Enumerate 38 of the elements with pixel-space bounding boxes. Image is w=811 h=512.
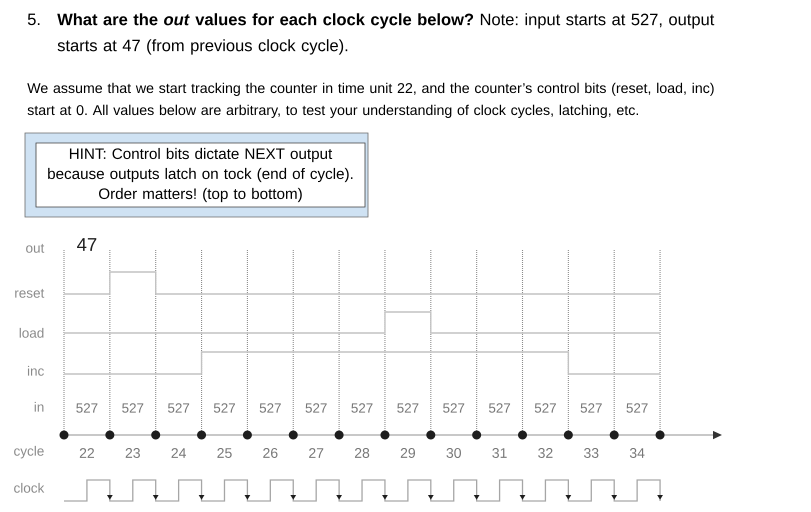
signal-label: reset [15,288,44,298]
cycle-number: 26 [263,448,278,458]
cycle-number: 28 [354,448,370,458]
cycle-number: 29 [400,448,415,458]
hint-box: HINT: Control bits dictate NEXT output because outputs latch on tock (end of cycle). Order matters! (top to bottom) [24,132,368,218]
cycle-number: 31 [492,448,507,458]
note-text: We assume that we start tracking the counter in time unit 22, and the counter’s control bits (reset, load, inc) start at 0. All values below are arbitrary, to test your understanding of clock cycles, latching, etc. [27,82,714,118]
cycle-number: 25 [217,448,232,458]
input-value: 527 [351,403,373,413]
signal-label: clock [14,482,44,493]
input-value: 527 [488,403,510,413]
input-value: 527 [534,403,556,413]
question-number: 5. [28,14,40,26]
cycle-number: 34 [630,448,644,458]
cycle-number: 23 [126,448,140,458]
input-value: 527 [580,403,602,413]
cycle-number: 30 [446,448,461,458]
input-value: 527 [260,403,281,413]
input-value: 527 [122,403,144,413]
input-value: 527 [626,403,648,413]
signal-label: inc [28,366,44,376]
signal-label: out [26,244,44,253]
cycle-number: 27 [309,448,324,458]
cycle-number: 33 [584,448,598,458]
input-value: 527 [443,403,464,413]
input-value: 527 [168,403,190,413]
input-value: 527 [76,403,98,413]
question-text: What are the out values for each clock cycle below? Note: input starts at 527, output starts at 47 (from previous clock cycle). [57,13,714,55]
cycle-number: 22 [80,448,94,458]
input-value: 527 [306,403,327,413]
cycle-number: 32 [538,448,553,458]
signal-label: cycle [14,446,44,458]
signal-label: in [34,402,44,412]
input-value: 527 [214,403,235,413]
signal-label: load [20,328,44,338]
output-value: 47 [77,238,96,251]
input-value: 527 [397,403,418,413]
cycle-number: 24 [172,448,186,458]
